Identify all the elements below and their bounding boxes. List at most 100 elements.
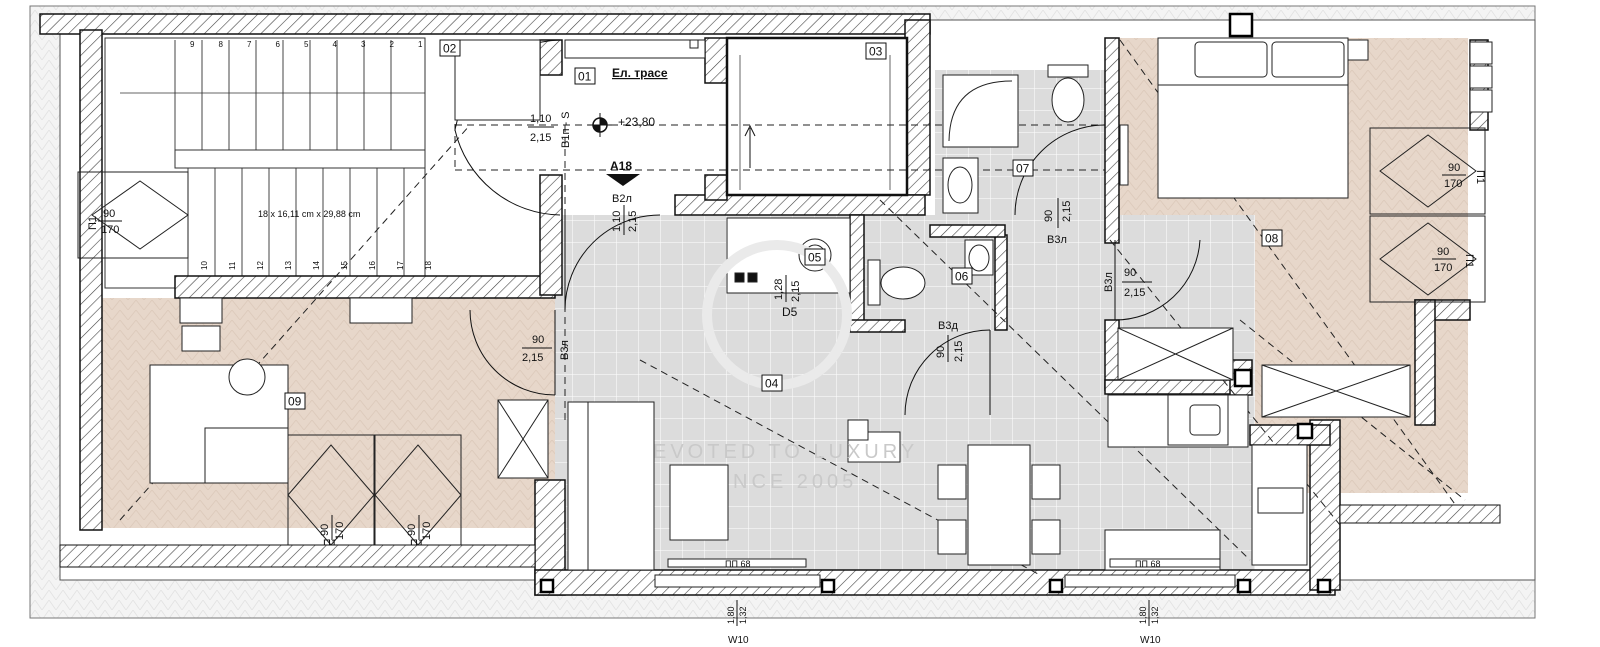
svg-text:П1: П1: [1474, 170, 1486, 184]
room-number: 07: [1016, 162, 1030, 176]
window-label-1: 90 170 П1: [87, 208, 122, 236]
room-number-box: [865, 42, 887, 60]
room-number: 04: [765, 377, 779, 391]
stair-number: 14: [312, 261, 321, 270]
stair-number: 4: [333, 40, 338, 49]
svg-text:90: 90: [532, 334, 544, 346]
room-number: 02: [443, 42, 457, 56]
stair-number: 15: [340, 261, 349, 270]
svg-text:1,32: 1,32: [1150, 606, 1160, 624]
svg-text:90: 90: [406, 524, 418, 536]
watermark-line2: NCE 2005: [733, 471, 857, 493]
svg-text:170: 170: [334, 522, 346, 540]
room-number-box: [1261, 229, 1283, 247]
door-label-7: 1,28 2,15: [773, 275, 802, 302]
svg-text:170: 170: [101, 224, 119, 236]
svg-text:В3л: В3л: [1047, 234, 1067, 246]
elevator-label: Ел. трасе: [612, 66, 668, 80]
stair-number: 11: [228, 261, 237, 270]
window-label-2: 90 170 П1: [319, 515, 346, 550]
columns: [539, 12, 1332, 594]
pp-label-1: ПП 68: [725, 559, 750, 569]
svg-text:В3л: В3л: [559, 340, 571, 360]
stair-treads: [174, 40, 405, 276]
door-label-1: 1,10 2,15 В1п - S: [528, 111, 572, 148]
svg-text:170: 170: [1444, 178, 1462, 190]
stair-number: 2: [390, 40, 395, 49]
elevator-shaft: [725, 36, 909, 197]
stair-number: 1: [418, 40, 423, 49]
svg-text:П1: П1: [87, 216, 99, 230]
w-label-2: W10: [1140, 635, 1161, 646]
stair-landing: [174, 149, 426, 169]
room-number: 06: [955, 270, 969, 284]
room-number: 01: [578, 70, 592, 84]
stair-number: 12: [256, 261, 265, 270]
svg-text:1,80: 1,80: [726, 606, 736, 624]
bottom-dim-2: 1,80 1,32: [1138, 600, 1160, 626]
room-number-box: [761, 374, 783, 392]
bottom-dim-1: 1,80 1,32: [726, 600, 748, 626]
stair-number: 13: [284, 261, 293, 270]
window-label-4: 90 170 П1: [1442, 162, 1486, 190]
svg-text:170: 170: [1434, 262, 1452, 274]
room-number-box: [439, 39, 461, 57]
svg-text:90: 90: [1043, 210, 1055, 222]
svg-text:2,15: 2,15: [1124, 287, 1145, 299]
room-number: 08: [1265, 232, 1279, 246]
svg-text:1,28: 1,28: [773, 279, 785, 300]
w-label-1: W10: [728, 635, 749, 646]
door-label-5: В3л 90 2,15: [1103, 267, 1152, 299]
room-number: 03: [869, 45, 883, 59]
stair-number: 9: [190, 40, 195, 49]
svg-text:В3л: В3л: [1103, 272, 1115, 292]
stair-number: 6: [276, 40, 281, 49]
svg-text:90: 90: [1124, 267, 1136, 279]
level-label: +23,80: [618, 115, 655, 129]
stair-number: 7: [247, 40, 252, 49]
stair-number: 10: [200, 261, 209, 270]
room-number-box: [804, 248, 826, 266]
svg-text:1,10: 1,10: [611, 211, 623, 232]
d5-label: D5: [782, 305, 798, 319]
stair-number: 16: [368, 261, 377, 270]
svg-text:2,15: 2,15: [530, 132, 551, 144]
svg-text:1,10: 1,10: [530, 113, 551, 125]
svg-text:В2л: В2л: [612, 193, 632, 205]
stair-number: 5: [304, 40, 309, 49]
watermark-line1: EVOTED TO LUXURY: [653, 441, 918, 463]
room-number-box: [951, 267, 973, 285]
stairs-dimension: 18 x 16,11 cm x 29,88 cm: [258, 209, 360, 219]
pp-label-2: ПП 68: [1135, 559, 1160, 569]
svg-text:90: 90: [1448, 162, 1460, 174]
svg-text:90: 90: [319, 524, 331, 536]
svg-text:1,32: 1,32: [738, 606, 748, 624]
room-number-box: [574, 67, 596, 85]
svg-text:2,15: 2,15: [627, 211, 639, 232]
stair-number: 18: [424, 261, 433, 270]
svg-text:90: 90: [103, 208, 115, 220]
door-label-3: 90 2,15 В3л: [522, 334, 571, 364]
room-number-box: [1012, 159, 1034, 177]
svg-text:2,15: 2,15: [1061, 201, 1073, 222]
window-bays: [77, 127, 1486, 556]
window-label-5: 90 170 П1: [1432, 246, 1475, 274]
svg-text:1,80: 1,80: [1138, 606, 1148, 624]
room-number: 05: [808, 251, 822, 265]
section-label: A18: [610, 159, 632, 173]
svg-text:170: 170: [421, 522, 433, 540]
stair-number: 8: [219, 40, 224, 49]
svg-text:90: 90: [935, 346, 947, 358]
elevator-arrowhead: [744, 124, 756, 137]
svg-text:2,15: 2,15: [953, 341, 965, 362]
door-label-6: В3д 90 2,15: [935, 320, 965, 362]
level-marker: [588, 113, 612, 137]
svg-text:В3д: В3д: [938, 320, 958, 332]
walls: [39, 13, 1489, 596]
section-arrow: [606, 174, 640, 186]
svg-text:90: 90: [1437, 246, 1449, 258]
svg-text:П1: П1: [1463, 254, 1475, 268]
